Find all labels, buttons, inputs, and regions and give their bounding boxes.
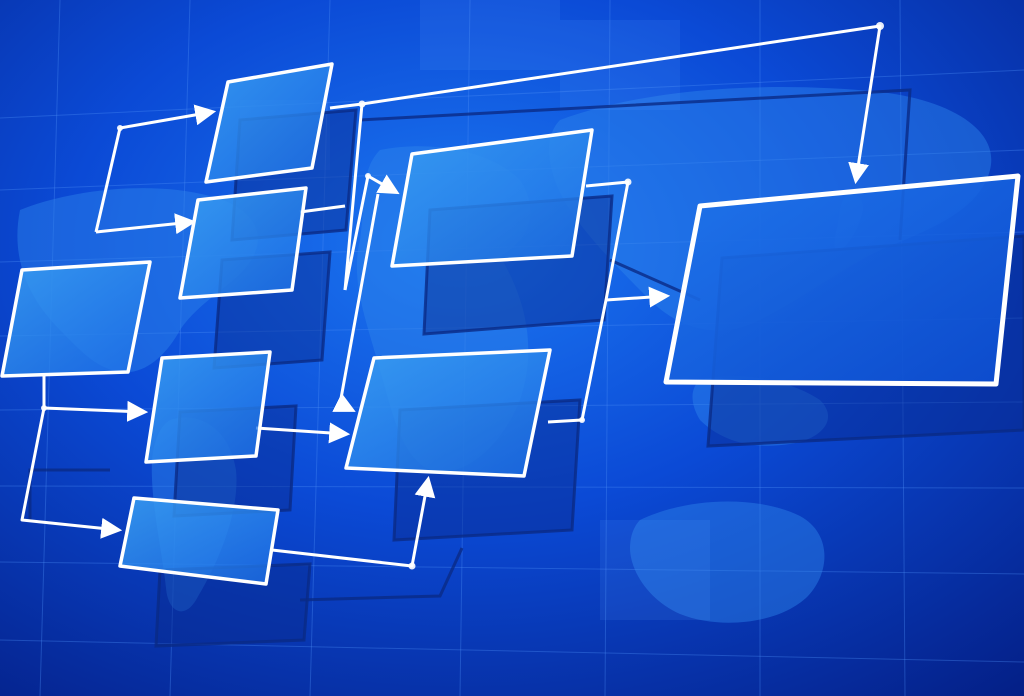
flow-box-left — [0, 260, 152, 378]
connector — [299, 204, 346, 214]
light-glints — [41, 22, 884, 570]
connector — [20, 407, 123, 539]
flow-box-top — [204, 62, 334, 184]
flowchart-boxes — [0, 62, 1021, 586]
connector — [332, 193, 380, 412]
flow-box-upper-middle — [178, 186, 308, 300]
flow-box-bottom — [118, 496, 280, 586]
map-southeast-asia — [692, 376, 829, 446]
shadow-connector — [299, 547, 464, 602]
map-australia — [630, 501, 825, 623]
connector — [255, 422, 351, 444]
connector — [119, 104, 217, 130]
flow-box-center-top — [390, 128, 594, 268]
flow-box-lower-middle — [144, 350, 272, 464]
flow-box-center-bottom — [344, 348, 552, 478]
flow-box-large-target — [663, 173, 1021, 387]
connector — [94, 127, 122, 233]
connector — [95, 213, 197, 235]
connector — [585, 180, 671, 308]
shadow-connector — [28, 468, 110, 520]
